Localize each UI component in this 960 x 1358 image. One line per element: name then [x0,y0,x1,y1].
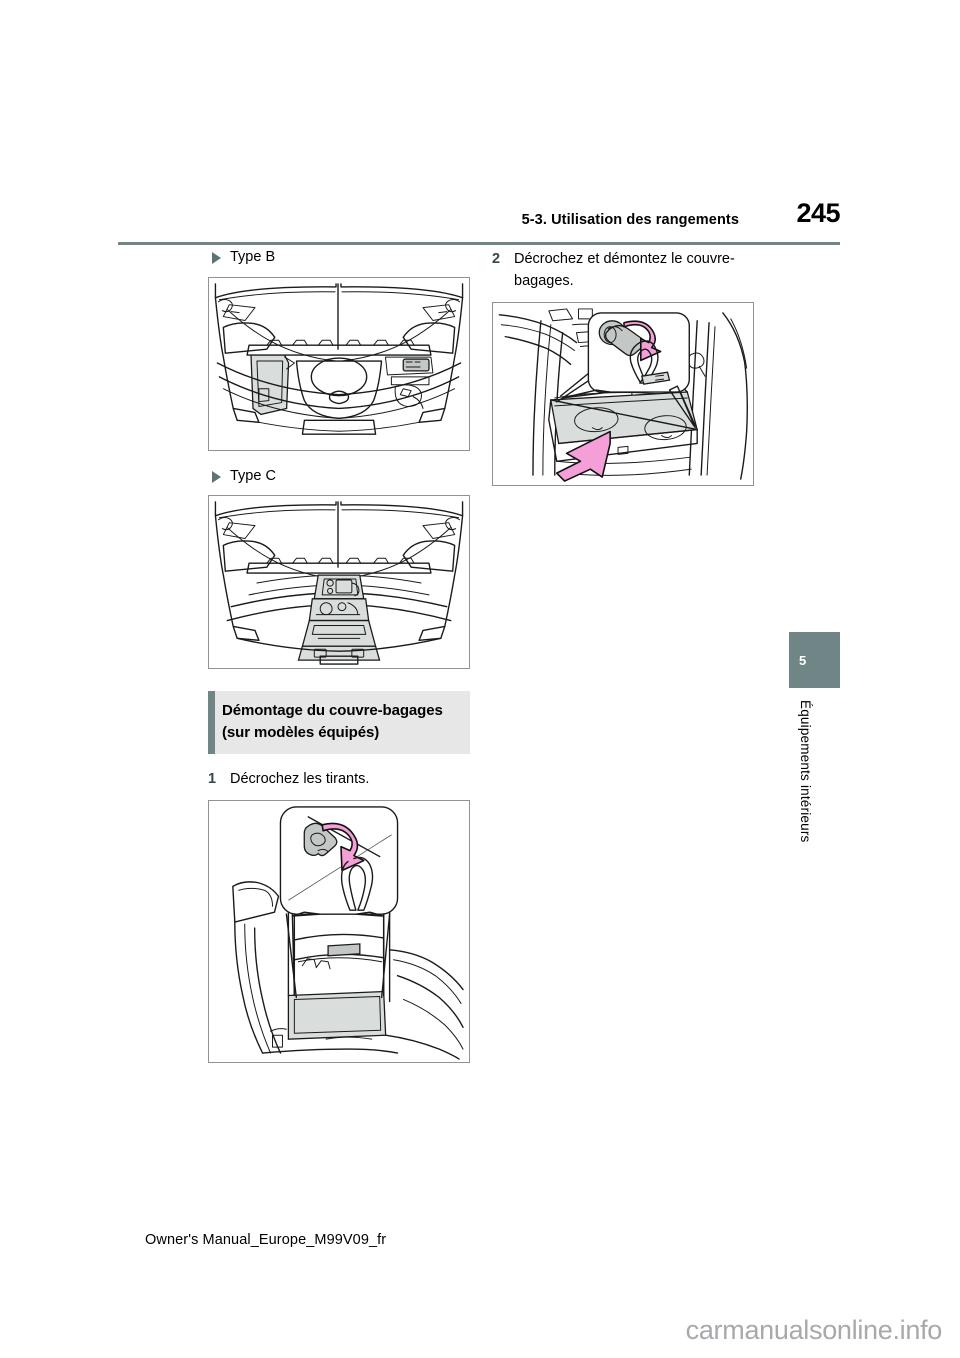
heading-type-b: Type B [208,248,470,268]
triangle-right-icon [212,470,221,483]
step-1-text: Décrochez les tirants. [230,770,370,787]
chapter-number: 5 [799,652,807,668]
heading-type-b-label: Type B [230,249,276,265]
right-column: 2 Décrochez et démontez le couvre-bagage… [492,248,754,502]
page-header: 5-3. Utilisation des rangements 245 [0,0,960,250]
step-1: 1 Décrochez les tirants. [208,768,470,790]
trunk-cargo-area-type-c-illustration [208,495,470,670]
header-divider-rule [118,242,840,245]
section-title-line-1: Démontage du couvre-bagages [222,702,443,720]
page-section-title: 5-3. Utilisation des rangements [521,212,739,228]
chapter-tab-number: 5 [789,632,840,688]
heading-type-c: Type C [208,467,470,487]
step-1-number: 1 [208,770,217,787]
step-2-text: Décrochez et démontez le couvre-bagages. [514,251,735,290]
section-title-line-2: (sur modèles équipés) [222,723,380,741]
chapter-tab-label: Équipements intérieurs [798,700,813,843]
footer-manual-reference: Owner's Manual_Europe_M99V09_fr [145,1232,387,1248]
section-title-box: Démontage du couvre-bagages (sur modèles… [208,691,470,754]
heading-type-c-label: Type C [230,467,276,484]
unhook-straps-illustration [208,799,470,1063]
remove-tonneau-cover-illustration [492,302,754,487]
step-2: 2 Décrochez et démontez le couvre-bagage… [492,248,754,292]
watermark-site-name: carmanualsonline.info [685,1315,943,1345]
triangle-right-icon [212,252,221,264]
left-column: Type B [208,248,470,1079]
trunk-cargo-area-type-b-illustration [208,276,470,451]
step-2-number: 2 [492,251,501,267]
page-number: 245 [796,198,840,228]
